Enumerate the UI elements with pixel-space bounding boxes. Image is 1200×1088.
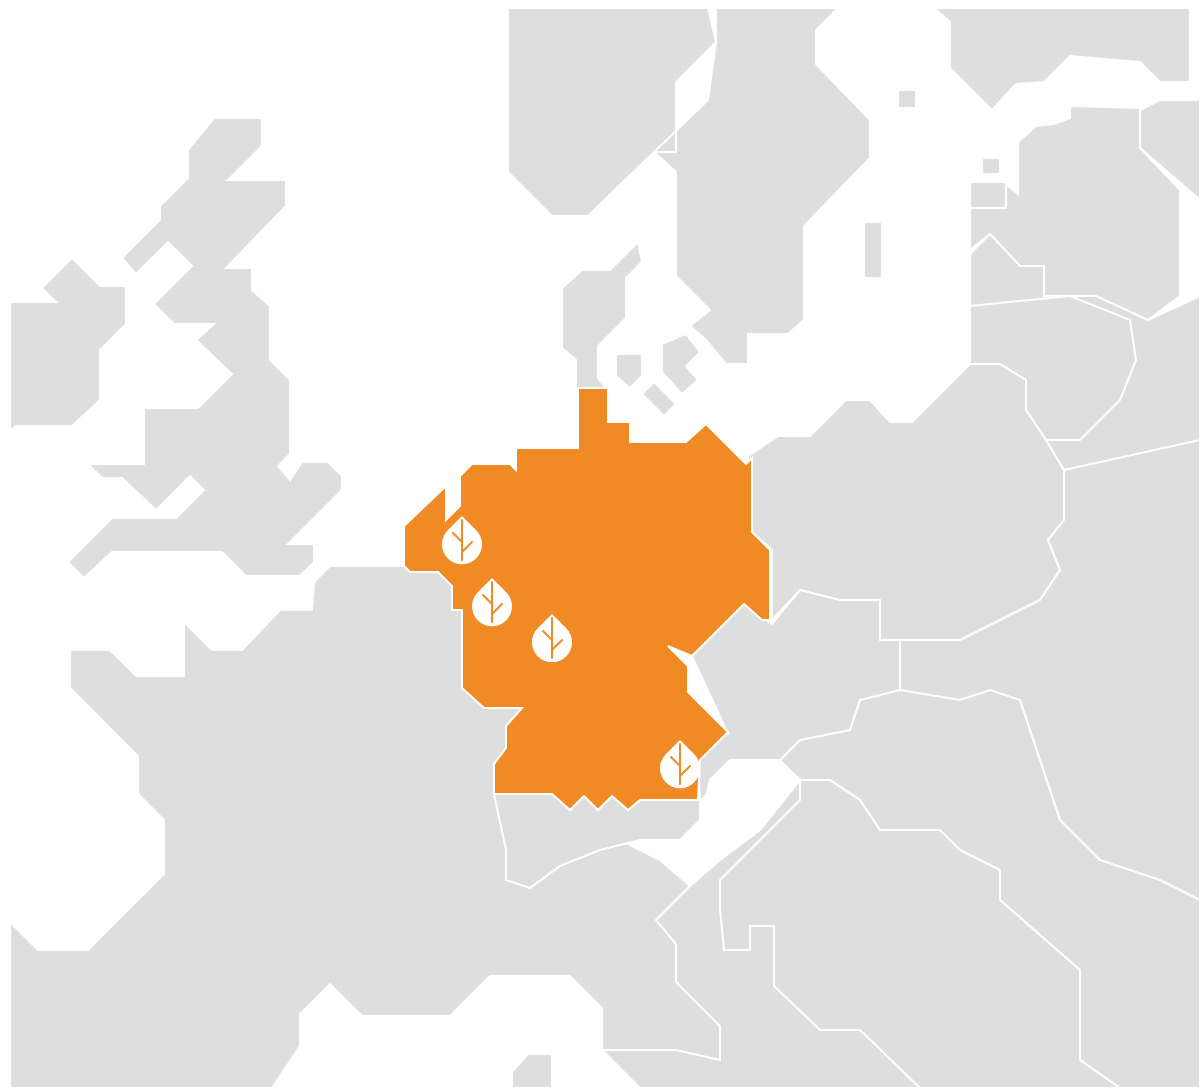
island-funen (661, 332, 702, 396)
island-3 (969, 181, 1007, 209)
country-germany[interactable] (403, 387, 771, 812)
region-ukraine (899, 438, 1200, 902)
location-marker[interactable] (442, 516, 482, 565)
leaf-vein (542, 617, 563, 659)
leaf-vein (670, 743, 691, 785)
region-ireland (9, 256, 127, 432)
region-scandinavia (507, 7, 871, 365)
region-denmark (561, 239, 644, 389)
location-marker[interactable] (660, 740, 700, 789)
leaf-vein (452, 519, 473, 561)
leaf-vein (482, 581, 503, 623)
location-marker[interactable] (532, 614, 572, 663)
island-4 (863, 221, 883, 279)
region-italy (599, 777, 922, 1088)
island-2 (981, 157, 1001, 175)
location-marker[interactable] (472, 578, 512, 627)
island-lolland (640, 380, 678, 418)
island-1 (897, 89, 917, 109)
island-sardinia (511, 1053, 553, 1088)
region-great-britain (66, 117, 343, 580)
island-zealand (615, 353, 643, 390)
